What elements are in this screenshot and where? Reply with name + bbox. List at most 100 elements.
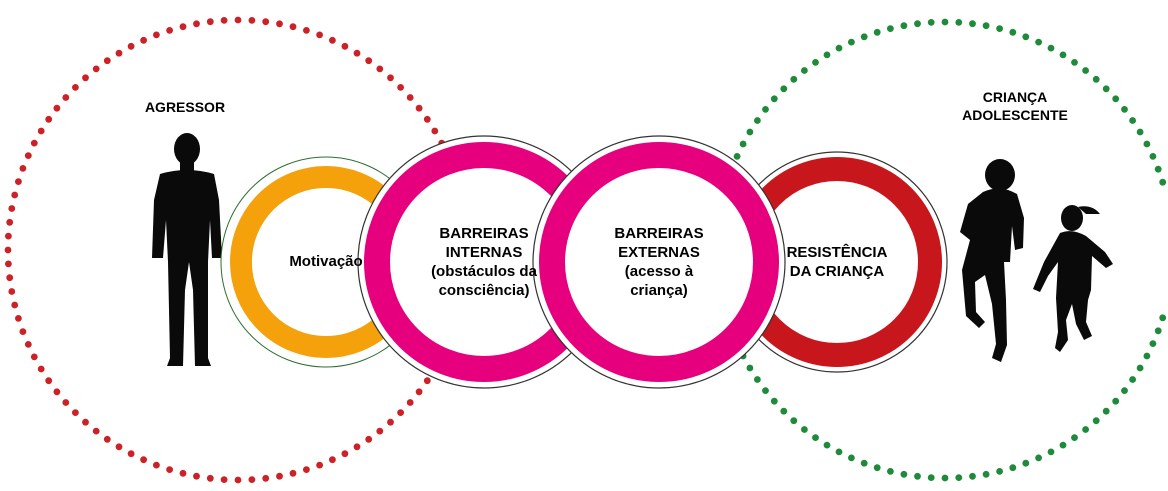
child-circle-dot: [1092, 75, 1100, 83]
aggressor-circle-dot: [8, 205, 16, 212]
aggressor-circle-dot: [153, 461, 160, 469]
child-circle-dot: [1047, 448, 1055, 456]
child-circle-dot: [1143, 352, 1151, 360]
child-circle-dot: [1154, 165, 1162, 173]
aggressor-circle-dot: [166, 466, 174, 473]
aggressor-circle-dot: [248, 17, 256, 24]
aggressor-circle-dot: [4, 260, 12, 268]
aggressor-circle-dot: [53, 104, 61, 112]
aggressor-circle-dot: [11, 301, 19, 309]
aggressor-circle-dot: [140, 456, 148, 464]
aggressor-circle-dot: [11, 191, 19, 199]
child-circle-dot: [873, 464, 881, 472]
child-circle-dot: [790, 417, 798, 425]
child-circle-dot: [887, 25, 894, 32]
aggressor-circle-dot: [376, 65, 384, 73]
aggressor-circle-dot: [353, 443, 361, 451]
child-circle-dot: [746, 128, 754, 136]
aggressor-circle-dot: [234, 476, 242, 484]
child-circle-dot: [927, 474, 935, 481]
aggressor-circle-dot: [19, 165, 27, 172]
child-circle-dot: [1136, 364, 1144, 372]
aggressor-circle-dot: [415, 104, 423, 112]
child-circle-dot: [801, 67, 808, 74]
aggressor-circle-dot: [316, 31, 323, 39]
aggressor-circle-dot: [415, 388, 423, 396]
aggressor-circle-dot: [406, 94, 414, 101]
aggressor-circle-dot: [387, 418, 394, 426]
child-circle-dot: [982, 470, 990, 478]
child-circle-dot: [1009, 464, 1017, 472]
aggressor-circle-dot: [92, 427, 100, 435]
child-circle-dot: [835, 44, 843, 52]
child-circle-dot: [927, 19, 935, 26]
child-circle-dot: [790, 75, 798, 83]
aggressor-circle-dot: [365, 57, 373, 65]
aggressor-circle-dot: [37, 365, 45, 373]
aggressor-circle-dot: [153, 31, 160, 39]
aggressor-circle-dot: [8, 288, 16, 295]
aggressor-circle-dot: [30, 139, 38, 147]
aggressor-circle-dot: [206, 18, 214, 26]
child-circle-dot: [754, 117, 761, 124]
child-circle-dot: [1071, 434, 1078, 441]
child-circle-dot: [823, 51, 831, 59]
child-circle-dot: [1022, 33, 1030, 41]
child-circle-dot: [996, 25, 1003, 32]
child-circle-dot: [823, 441, 831, 449]
child-adolescent-label: CRIANÇA ADOLESCENTE: [962, 89, 1068, 123]
aggressor-circle-dot: [45, 115, 53, 123]
aggressor-circle-dot: [329, 456, 336, 464]
external-barriers-label: BARREIRAS EXTERNAS (acesso à criança): [614, 225, 704, 299]
child-circle-dot: [982, 22, 990, 30]
child-circle-dot: [1047, 44, 1055, 52]
aggressor-circle-dot: [140, 36, 148, 44]
child-circle-dot: [1035, 38, 1042, 46]
aggressor-circle-dot: [193, 472, 200, 480]
child-circle-dot: [1082, 426, 1089, 433]
child-circle-dot: [780, 85, 788, 93]
child-circle-dot: [955, 474, 963, 481]
internal-barriers-label: BARREIRAS INTERNAS (obstáculos da consci…: [431, 225, 537, 299]
child-circle-dot: [770, 95, 778, 103]
aggressor-circle-dot: [234, 16, 242, 24]
aggressor-circle-dot: [303, 27, 310, 34]
aggressor-circle-dot: [6, 274, 14, 282]
child-circle-dot: [812, 59, 819, 66]
child-circle-dot: [1129, 376, 1136, 383]
child-circle-dot: [1009, 28, 1017, 36]
aggressor-circle-dot: [179, 23, 187, 31]
aggressor-circle-dot: [24, 341, 32, 348]
aggressor-label: AGRESSOR: [144, 99, 226, 115]
aggressor-circle-dot: [376, 427, 384, 435]
child-circle-dot: [812, 434, 819, 441]
aggressor-circle-dot: [262, 474, 270, 482]
aggressor-circle-dot: [262, 18, 270, 26]
child-circle-dot: [969, 472, 976, 480]
aggressor-circle-dot: [82, 74, 89, 82]
child-circle-dot: [860, 459, 868, 467]
child-circle-dot: [941, 474, 949, 482]
child-circle-dot: [1136, 128, 1144, 136]
child-circle-dot: [873, 28, 881, 36]
child-circle-dot: [1154, 327, 1162, 335]
aggressor-circle-dot: [220, 476, 228, 483]
aggressor-circle-dot: [15, 178, 22, 186]
child-circle-dot: [1159, 314, 1167, 322]
aggressor-circle-dot: [53, 388, 61, 396]
aggressor-circle-dot: [316, 461, 323, 469]
child-circle-dot: [1102, 407, 1110, 415]
child-circle-dot: [1022, 459, 1030, 467]
aggressor-circle-dot: [24, 152, 32, 160]
aggressor-circle-dot: [103, 57, 111, 65]
aggressor-circle-dot: [72, 409, 79, 416]
aggressor-circle-dot: [365, 435, 373, 443]
aggressor-circle-dot: [92, 65, 100, 73]
aggressor-circle-dot: [341, 42, 349, 50]
man-silhouette-icon: [152, 133, 222, 366]
child-circle-dot: [860, 33, 868, 41]
child-circle-dot: [996, 468, 1003, 475]
child-circle-dot: [941, 18, 949, 26]
